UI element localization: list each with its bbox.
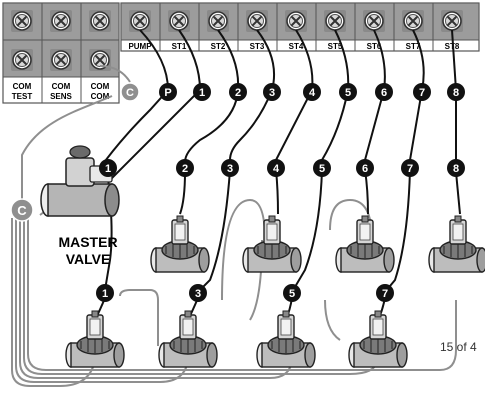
svg-text:P: P xyxy=(164,87,171,99)
marker-zone-7-low: 7 xyxy=(376,284,394,302)
common-wires xyxy=(11,65,457,387)
zone-valve-8 xyxy=(428,215,485,273)
marker-zone-6-mid: 6 xyxy=(356,159,374,177)
terminal-label-com-sens-1: COM xyxy=(52,82,71,91)
zone-valve-5 xyxy=(256,310,316,368)
svg-text:1: 1 xyxy=(105,163,111,175)
svg-text:2: 2 xyxy=(235,87,241,99)
svg-text:2: 2 xyxy=(182,163,188,175)
screw-terminal-icon xyxy=(401,9,425,33)
terminal-label-com-test-2: TEST xyxy=(12,92,33,101)
marker-zone-7-mid: 7 xyxy=(401,159,419,177)
svg-text:3: 3 xyxy=(195,288,201,300)
screw-terminal-icon xyxy=(10,48,34,72)
terminal-label-st2: ST2 xyxy=(211,42,226,51)
zone-valve-3 xyxy=(158,310,218,368)
marker-zone-7-top: 7 xyxy=(413,83,431,101)
svg-text:7: 7 xyxy=(407,163,413,175)
marker-zone-2-mid: 2 xyxy=(176,159,194,177)
screw-terminal-icon xyxy=(284,9,308,33)
svg-text:5: 5 xyxy=(319,163,325,175)
marker-zone-5-mid: 5 xyxy=(313,159,331,177)
marker-zone-4-top: 4 xyxy=(303,83,321,101)
terminal-label-st6: ST6 xyxy=(367,42,382,51)
marker-zone-5-top: 5 xyxy=(339,83,357,101)
zone-valve-2 xyxy=(150,215,210,273)
terminal-label-com-com-1: COM xyxy=(91,82,110,91)
svg-text:5: 5 xyxy=(345,87,351,99)
zone-valve-4 xyxy=(242,215,302,273)
marker-zone-3-mid: 3 xyxy=(221,159,239,177)
page-number: 15 of 4 xyxy=(440,340,477,354)
terminal-label-com-test-1: COM xyxy=(13,82,32,91)
marker-zone-1-low: 1 xyxy=(96,284,114,302)
marker-zone-6-top: 6 xyxy=(375,83,393,101)
svg-text:C: C xyxy=(126,87,134,99)
master-valve-label-line2: VALVE xyxy=(66,251,111,267)
terminal-label-st3: ST3 xyxy=(250,42,265,51)
svg-text:1: 1 xyxy=(102,288,108,300)
marker-zone-3-low: 3 xyxy=(189,284,207,302)
terminal-label-pump: PUMP xyxy=(128,42,152,51)
marker-common-top: C xyxy=(120,82,140,102)
svg-text:7: 7 xyxy=(382,288,388,300)
screw-terminal-icon xyxy=(128,9,152,33)
svg-text:6: 6 xyxy=(381,87,387,99)
terminal-label-com-com-2: COM xyxy=(91,92,110,101)
marker-common-left: C xyxy=(10,198,34,222)
marker-zone-2-top: 2 xyxy=(229,83,247,101)
marker-zone-8-top: 8 xyxy=(447,83,465,101)
screw-terminal-icon xyxy=(49,9,73,33)
screw-terminal-icon xyxy=(88,48,112,72)
svg-text:3: 3 xyxy=(269,87,275,99)
terminal-label-com-sens-2: SENS xyxy=(50,92,72,101)
screw-terminal-icon xyxy=(88,9,112,33)
svg-text:7: 7 xyxy=(419,87,425,99)
svg-text:1: 1 xyxy=(199,87,205,99)
svg-text:6: 6 xyxy=(362,163,368,175)
zone-valve-1 xyxy=(65,310,125,368)
svg-text:C: C xyxy=(17,203,27,218)
marker-zone-8-mid: 8 xyxy=(447,159,465,177)
marker-zone-1-top: 1 xyxy=(193,83,211,101)
screw-terminal-icon xyxy=(440,9,464,33)
svg-text:8: 8 xyxy=(453,163,459,175)
screw-terminal-icon xyxy=(362,9,386,33)
screw-terminal-icon xyxy=(206,9,230,33)
svg-text:4: 4 xyxy=(273,163,280,175)
marker-zone-4-mid: 4 xyxy=(267,159,285,177)
marker-zone-5-low: 5 xyxy=(283,284,301,302)
master-valve-label-line1: MASTER xyxy=(58,234,117,250)
marker-zone-1-mid: 1 xyxy=(99,159,117,177)
marker-pump: P xyxy=(159,83,177,101)
terminal-label-st7: ST7 xyxy=(406,42,421,51)
screw-terminal-icon xyxy=(167,9,191,33)
screw-terminal-icon xyxy=(323,9,347,33)
screw-terminal-icon xyxy=(49,48,73,72)
master-valve xyxy=(40,145,120,217)
svg-text:5: 5 xyxy=(289,288,295,300)
svg-text:3: 3 xyxy=(227,163,233,175)
svg-text:4: 4 xyxy=(309,87,316,99)
terminal-label-st1: ST1 xyxy=(172,42,187,51)
zone-valve-7 xyxy=(348,310,408,368)
zone-valve-6 xyxy=(335,215,395,273)
marker-zone-3-top: 3 xyxy=(263,83,281,101)
screw-terminal-icon xyxy=(245,9,269,33)
terminal-label-st4: ST4 xyxy=(289,42,304,51)
screw-terminal-icon xyxy=(10,9,34,33)
zone-wires xyxy=(94,29,462,321)
terminal-label-st5: ST5 xyxy=(328,42,343,51)
svg-text:8: 8 xyxy=(453,87,459,99)
